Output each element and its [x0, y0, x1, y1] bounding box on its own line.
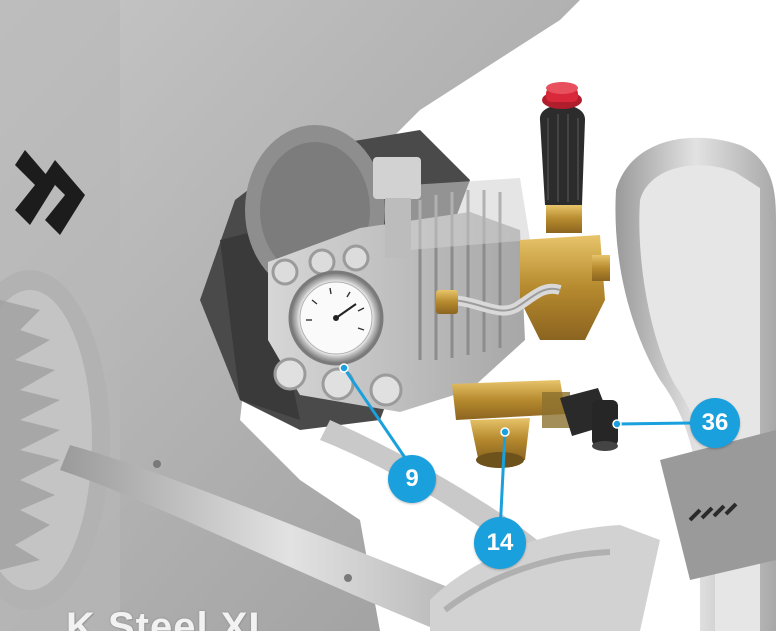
callout-lines	[339, 363, 693, 533]
inlet-filter	[560, 388, 618, 451]
handle-frame	[430, 137, 776, 631]
callout-badge-36: 36	[690, 398, 740, 448]
regulator-valve	[520, 82, 610, 340]
wheel	[0, 270, 110, 610]
callout-line-36	[616, 421, 693, 426]
outlet-hose	[436, 283, 562, 316]
callout-line-14	[498, 431, 507, 533]
callout-badge-14: 14	[474, 517, 526, 569]
callout-line-9	[342, 367, 414, 469]
inlet-fitting	[452, 380, 570, 468]
callout-dot-9	[339, 363, 349, 373]
pressure-gauge	[288, 270, 384, 366]
callout-badge-9: 9	[388, 455, 436, 503]
callout-dot-36	[612, 419, 622, 429]
callout-dot-14	[500, 427, 510, 437]
model-logo-text: K Steel XL	[66, 605, 274, 631]
